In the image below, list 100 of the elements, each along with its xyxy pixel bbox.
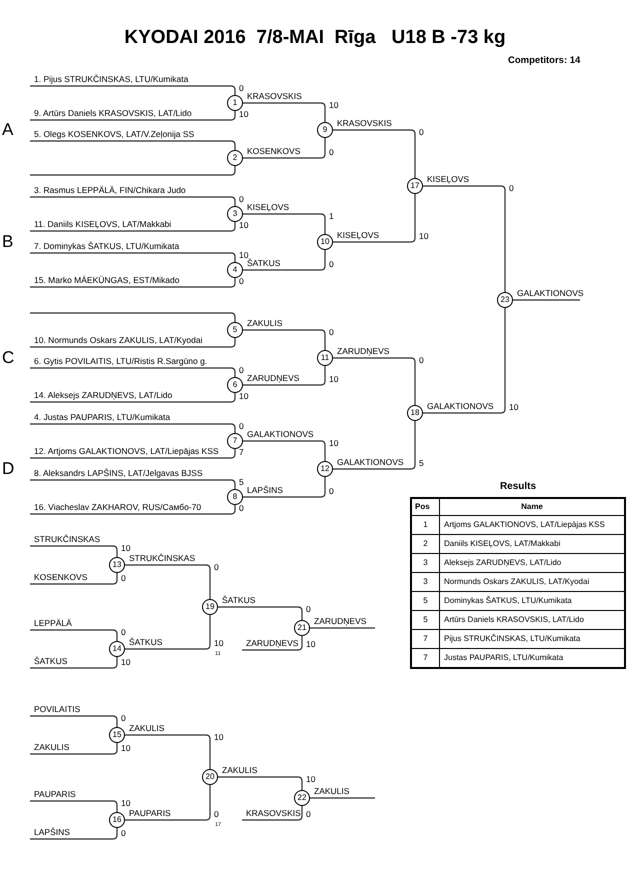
- competitor-name: ZAKULIS: [34, 742, 70, 752]
- bracket-line: [30, 140, 236, 150]
- competitor-name: ZAKULIS: [247, 318, 282, 328]
- competitor-name: 3. Rasmus LEPPÄLÄ, FIN/Chikara Judo: [34, 185, 186, 195]
- table-cell: 5: [412, 592, 440, 610]
- bracket-line: [30, 479, 236, 489]
- score: 10: [329, 438, 338, 448]
- bracket-line: [30, 423, 236, 433]
- competitor-name: KRASOVSKIS: [246, 808, 301, 818]
- score: 0: [419, 127, 424, 137]
- competitor-name: ŠATKUS: [222, 595, 256, 605]
- bracket-line: [333, 357, 416, 405]
- score: 0: [419, 355, 424, 365]
- competitor-name: STRUKČINSKAS: [34, 534, 100, 544]
- bracket-line: [30, 222, 236, 232]
- table-cell: 7: [412, 630, 440, 648]
- pool-letter: D: [2, 460, 14, 478]
- competitor-name: ŠATKUS: [34, 656, 68, 666]
- bracket-line: [30, 278, 236, 288]
- competitor-name: KISEĻOVS: [337, 230, 380, 240]
- bracket-line: [30, 111, 236, 121]
- table-cell-text: Pijus STRUKČINSKAS, LTU/Kumikata: [443, 633, 582, 645]
- score: 0: [239, 194, 244, 204]
- bracket-line: [30, 715, 118, 727]
- score: 0: [329, 486, 334, 496]
- score: 10: [306, 774, 316, 784]
- competitor-name: 6. Gytis POVILAITIS, LTU/Ristis R.Sargūno g.: [34, 356, 208, 366]
- score: 10: [214, 732, 224, 742]
- score: 10: [239, 220, 248, 230]
- bracket-line: [333, 421, 416, 470]
- competitor-name: KISEĻOVS: [427, 174, 470, 184]
- competitor-name: 1. Pijus STRUKČINSKAS, LTU/Kumikata: [34, 74, 188, 84]
- table-cell-text: Artūrs Daniels KRASOVSKIS, LAT/Lido: [443, 614, 585, 626]
- competitor-name: STRUKČINSKAS: [129, 553, 196, 563]
- score: 7: [239, 447, 244, 457]
- score: 0: [121, 627, 126, 637]
- score: 0: [121, 828, 126, 838]
- competitor-name: LAPŠINS: [247, 485, 283, 495]
- competitor-name: ZARUDŅEVS: [337, 346, 390, 356]
- score: 10: [306, 639, 316, 649]
- bracket-line: [243, 329, 326, 350]
- bracket-line: [310, 627, 375, 629]
- bracket-line: [30, 573, 118, 585]
- score: 0: [239, 365, 244, 375]
- bracket-line: [243, 102, 326, 122]
- bracket-line: [30, 166, 236, 176]
- competitor-name: 7. Dominykas ŠATKUS, LTU/Kumikata: [34, 241, 180, 251]
- bracket-line: [218, 606, 303, 620]
- competitor-name: KRASOVSKIS: [247, 91, 302, 101]
- competitor-name: ZARUDŅEVS: [314, 616, 366, 626]
- bracket-line: [125, 564, 211, 599]
- score: 1: [329, 211, 334, 221]
- bracket-line: [125, 615, 211, 650]
- competitor-name: GALAKTIONOVS: [427, 401, 494, 411]
- bracket-line: [243, 477, 326, 498]
- bracket-line: [423, 185, 506, 292]
- score: 10: [419, 231, 428, 241]
- table-cell-text: Daniils KISEĻOVS, LAT/Makkabi: [443, 538, 562, 550]
- competitor-name: 8. Aleksandrs LAPŠINS, LAT/Jelgavas BJSS: [34, 468, 203, 478]
- score: 0: [329, 147, 334, 157]
- competitor-name: KRASOVSKIS: [337, 118, 392, 128]
- score: 10: [121, 798, 130, 808]
- bracket-line: [30, 743, 118, 755]
- bracket-line: [30, 629, 118, 641]
- score: 10: [121, 543, 130, 553]
- table-cell-text: Normunds Oskars ZAKULIS, LAT/Kyodai: [443, 576, 590, 588]
- bracket-line: [30, 505, 236, 515]
- score: 0: [214, 809, 219, 819]
- score: 0: [239, 276, 244, 286]
- competitor-name: POVILAITIS: [34, 704, 80, 714]
- table-cell: 5: [412, 611, 440, 629]
- score: 0: [239, 421, 244, 431]
- bracket-line: [242, 636, 303, 651]
- score: 10: [329, 374, 338, 384]
- competitor-name: ŠATKUS: [129, 637, 162, 647]
- score: 10: [239, 391, 248, 401]
- competitor-name: 15. Marko MÄEKÜNGAS, EST/Mikado: [34, 275, 180, 285]
- score: 0: [509, 183, 514, 193]
- bracket-line: [243, 250, 326, 271]
- table-title: Results: [500, 480, 536, 494]
- competitor-name: 12. Artjoms GALAKTIONOVS, LAT/Liepājas KSS: [34, 446, 219, 456]
- score: 0: [121, 713, 126, 723]
- bracket-line: [243, 213, 326, 234]
- score: 10: [214, 638, 224, 648]
- score: 10: [509, 402, 518, 412]
- pool-letter: A: [2, 121, 14, 139]
- bracket-line: [30, 800, 118, 812]
- pool-letter: B: [2, 233, 14, 251]
- table-cell-text: Artjoms GALAKTIONOVS, LAT/Liepājas KSS: [443, 519, 606, 531]
- competitor-name: ZAKULIS: [222, 765, 258, 775]
- bracket-line: [30, 545, 118, 557]
- score: 5: [239, 477, 244, 487]
- competitor-name: ŠATKUS: [247, 258, 280, 268]
- table-cell: 7: [412, 649, 440, 667]
- competitor-name: ZAKULIS: [129, 723, 164, 733]
- competitor-name: GALAKTIONOVS: [247, 429, 314, 439]
- competitor-name: GALAKTIONOVS: [337, 457, 404, 467]
- competitor-name: 14. Aleksejs ZARUDŅEVS, LAT/Lido: [34, 390, 172, 400]
- table-cell: 3: [412, 573, 440, 591]
- pool-letter: C: [2, 349, 14, 367]
